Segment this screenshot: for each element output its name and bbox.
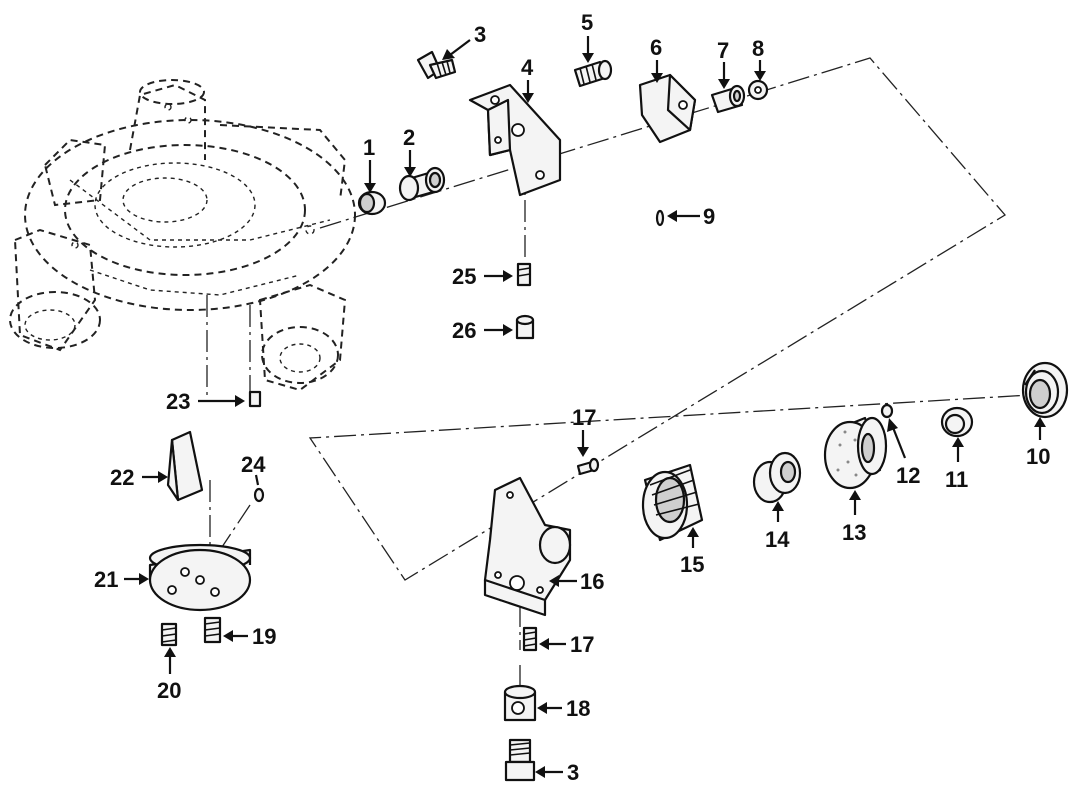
part-9-pin — [655, 209, 665, 227]
part-3-capscrew-top — [416, 50, 457, 80]
part-21-disc — [148, 543, 252, 612]
part-8-washer — [747, 79, 769, 101]
callout-23: 23 — [166, 389, 190, 414]
part-22-wedge — [166, 430, 204, 502]
callout-9: 9 — [703, 204, 715, 229]
callout-3-top: 3 — [474, 22, 486, 47]
callout-17-top: 17 — [572, 405, 596, 430]
callout-5: 5 — [581, 10, 593, 35]
callout-20: 20 — [157, 678, 181, 703]
part-23-plug — [248, 390, 262, 408]
callout-11: 11 — [945, 467, 968, 492]
callout-18: 18 — [566, 696, 590, 721]
callout-3-bottom: 3 — [567, 760, 579, 785]
callout-2: 2 — [403, 125, 415, 150]
callout-10: 10 — [1026, 444, 1050, 469]
part-5-screw — [573, 59, 613, 88]
part-12-setscrew — [880, 403, 894, 419]
callout-19: 19 — [252, 624, 276, 649]
part-6-block — [638, 73, 697, 144]
part-15-ring — [641, 463, 704, 542]
callout-12: 12 — [896, 463, 920, 488]
part-13-wheel — [823, 416, 888, 490]
part-4-bracket — [468, 83, 562, 197]
part-14-hub — [752, 451, 802, 504]
part-25-fitting — [516, 262, 532, 287]
callout-1: 1 — [363, 135, 375, 160]
callout-8: 8 — [752, 36, 764, 61]
callout-24: 24 — [241, 452, 266, 477]
part-3-capscrew-bottom — [504, 738, 536, 782]
callout-25: 25 — [452, 264, 476, 289]
part-1-plug — [357, 190, 387, 216]
ghost-gear-housing — [9, 79, 356, 392]
callout-13: 13 — [842, 520, 866, 545]
callout-17-bottom: 17 — [570, 632, 594, 657]
part-10-seal — [1021, 361, 1069, 419]
leader-arrows — [124, 36, 1046, 778]
callout-6: 6 — [650, 35, 662, 60]
center-lines — [206, 57, 1031, 700]
part-17-screw-bottom — [522, 626, 538, 652]
part-20-screw — [160, 622, 178, 647]
callout-7: 7 — [717, 38, 729, 63]
callout-21: 21 — [94, 567, 118, 592]
callout-labels: 1 2 3 4 5 6 7 8 9 10 11 12 13 14 15 16 1… — [94, 10, 1050, 785]
part-26-cap — [515, 314, 535, 340]
part-16-housing — [483, 476, 572, 617]
part-17-screw-top — [576, 457, 600, 476]
callout-16: 16 — [580, 569, 604, 594]
callout-4: 4 — [521, 55, 534, 80]
callout-26: 26 — [452, 318, 476, 343]
part-18-nut — [503, 684, 537, 722]
part-19-screw — [203, 616, 222, 644]
callout-22: 22 — [110, 465, 134, 490]
callout-15: 15 — [680, 552, 704, 577]
part-2-sleeve — [398, 166, 446, 202]
part-7-bushing — [710, 84, 746, 114]
part-11-cap — [940, 406, 974, 438]
part-24-plug — [253, 487, 265, 503]
callout-14: 14 — [765, 527, 790, 552]
